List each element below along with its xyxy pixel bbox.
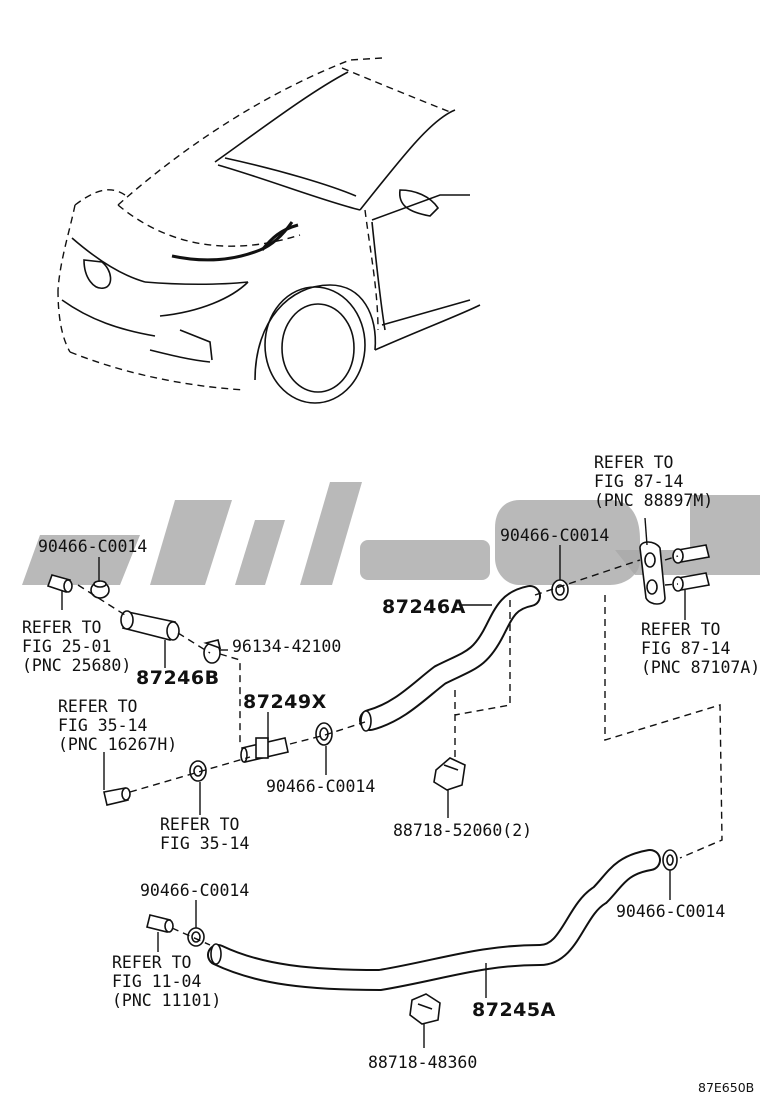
part-87245A-label: 87245A [472, 999, 556, 1021]
clip-lower-left-label: 90466-C0014 [140, 881, 249, 900]
clip-96134 [203, 639, 222, 664]
refer-3514-b-line2: FIG 35-14 [160, 834, 249, 853]
refer-8714-a-line3: (PNC 88897M) [594, 491, 713, 510]
clip-middle-label: 90466-C0014 [266, 777, 375, 796]
pipe-right-lower [672, 572, 710, 592]
refer-8714-a-line2: FIG 87-14 [594, 472, 683, 491]
watermark-logo [22, 482, 760, 585]
clip-top-left [90, 580, 110, 599]
refer-8714-b-line3: (PNC 87107A) [641, 658, 760, 677]
refer-8714-b-line1: REFER TO [641, 620, 720, 639]
pipe-right-upper [672, 544, 710, 564]
routing-lines [77, 555, 723, 946]
hose-87246B [120, 610, 180, 641]
pipe-left-lower [146, 914, 174, 933]
part-88718-48360-label: 88718-48360 [368, 1053, 477, 1072]
part-87249X-label: 87249X [243, 691, 327, 713]
clip-top-left-label: 90466-C0014 [38, 537, 147, 556]
clip-lower-left [187, 927, 205, 947]
car-outline [57, 57, 481, 404]
clip-lower-right-label: 90466-C0014 [616, 902, 725, 921]
leader-lines [61, 517, 686, 1048]
refer-3514-a-line3: (PNC 16267H) [58, 735, 177, 754]
part-87246A-label: 87246A [382, 596, 466, 618]
refer-1104-line2: FIG 11-04 [112, 972, 201, 991]
refer-2501-line2: FIG 25-01 [22, 637, 111, 656]
clip-lower-right [662, 849, 678, 871]
refer-1104-line3: (PNC 11101) [112, 991, 221, 1010]
clip-top-right-label: 90466-C0014 [500, 526, 609, 545]
labels: REFER TO FIG 87-14 (PNC 88897M) 90466-C0… [22, 453, 760, 1095]
refer-3514-a-line1: REFER TO [58, 697, 137, 716]
part-88718-52060-label: 88718-52060(2) [393, 821, 532, 840]
refer-3514-a-line2: FIG 35-14 [58, 716, 147, 735]
refer-8714-a-line1: REFER TO [594, 453, 673, 472]
refer-3514-b-line1: REFER TO [160, 815, 239, 834]
figure-code: 87E650B [698, 1080, 754, 1095]
hose-87246A [359, 585, 541, 732]
holder-88718-48360 [409, 993, 441, 1025]
pipe-left-top [46, 574, 73, 594]
part-87246B-label: 87246B [136, 667, 220, 689]
refer-2501-line1: REFER TO [22, 618, 101, 637]
joint-87249X [240, 737, 289, 763]
clip-top-right [551, 579, 569, 601]
refer-8714-b-line2: FIG 87-14 [641, 639, 730, 658]
pipe-left-middle [103, 787, 131, 806]
refer-1104-line1: REFER TO [112, 953, 191, 972]
grommet-88897M [639, 541, 666, 605]
part-96134-label: 96134-42100 [232, 637, 341, 656]
holder-88718-52060 [433, 757, 466, 791]
hose-87245A [207, 849, 661, 992]
refer-2501-line3: (PNC 25680) [22, 656, 131, 675]
